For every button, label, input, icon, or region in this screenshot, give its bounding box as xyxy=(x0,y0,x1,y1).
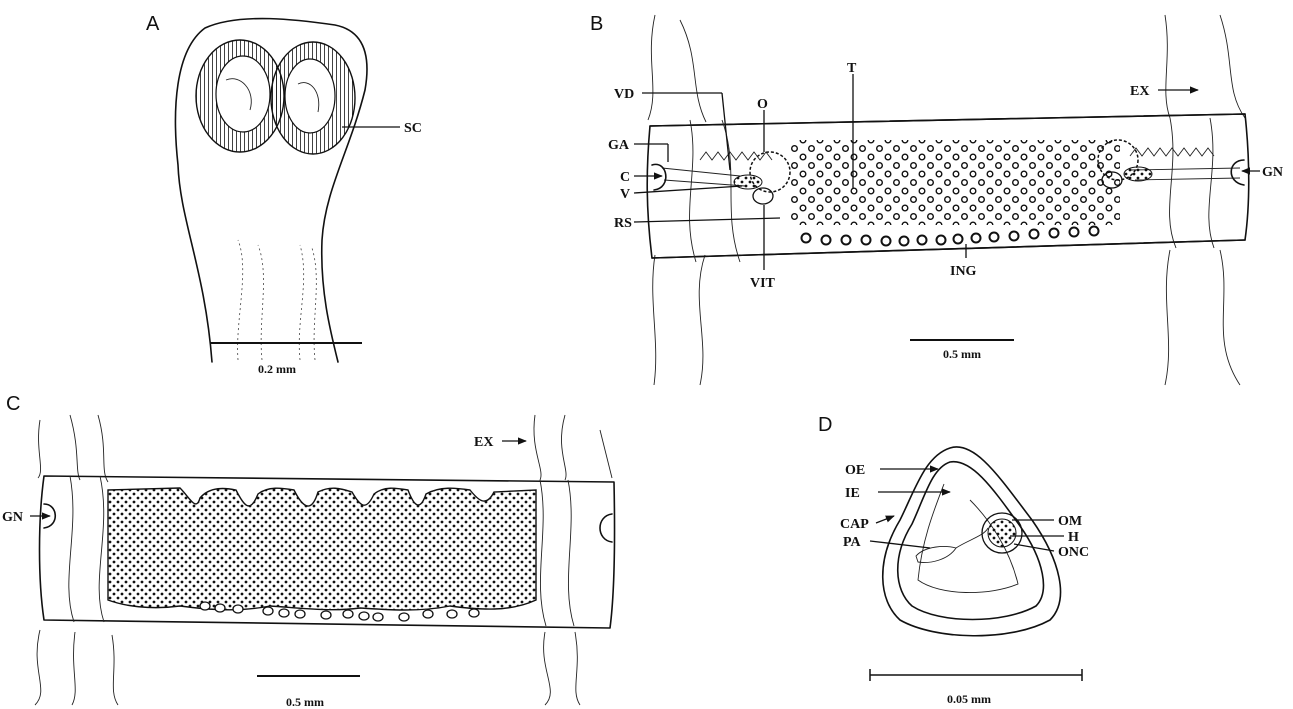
panel-d: D OE IE CAP PA OM H ONC 0.05 mm xyxy=(818,414,1089,706)
label-ie: IE xyxy=(845,486,860,501)
scale-text-d: 0.05 mm xyxy=(947,692,991,706)
cap-arrow xyxy=(876,516,894,523)
panel-b-letter: B xyxy=(590,13,603,35)
rs-leader xyxy=(634,218,780,222)
label-rs: RS xyxy=(614,216,632,231)
scale-text-b: 0.5 mm xyxy=(943,347,981,361)
label-pa: PA xyxy=(843,535,862,550)
v-leader xyxy=(634,186,742,193)
proglottid-c-body xyxy=(35,415,615,705)
scale-text-a: 0.2 mm xyxy=(258,362,296,376)
label-vd: VD xyxy=(614,87,634,102)
label-ex-b: EX xyxy=(1130,84,1149,99)
panel-c: C xyxy=(2,393,615,709)
scale-text-c: 0.5 mm xyxy=(286,695,324,709)
panel-c-letter: C xyxy=(6,393,20,415)
panel-b: B xyxy=(590,13,1283,385)
label-onc: ONC xyxy=(1058,545,1089,560)
panel-a-letter: A xyxy=(146,13,160,35)
label-gn-b: GN xyxy=(1262,165,1283,180)
label-om: OM xyxy=(1058,514,1082,529)
proglottid-b-body xyxy=(647,15,1249,385)
label-oe: OE xyxy=(845,463,865,478)
panel-a: A SC 0.2 mm xyxy=(146,13,422,376)
panel-d-letter: D xyxy=(818,414,832,436)
label-sc: SC xyxy=(404,121,422,136)
egg-drawing xyxy=(883,447,1061,636)
label-gn-c: GN xyxy=(2,510,23,525)
label-h: H xyxy=(1068,530,1079,545)
sucker-right xyxy=(271,42,355,154)
label-cap: CAP xyxy=(840,517,869,532)
label-ex-c: EX xyxy=(474,435,493,450)
label-v: V xyxy=(620,187,630,202)
label-t: T xyxy=(847,61,857,76)
pa-leader xyxy=(870,541,930,548)
label-ga: GA xyxy=(608,138,630,153)
label-c: C xyxy=(620,170,630,185)
label-o: O xyxy=(757,97,768,112)
egg-row-b xyxy=(802,227,1099,246)
label-vit: VIT xyxy=(750,276,776,291)
label-ing: ING xyxy=(950,264,977,279)
